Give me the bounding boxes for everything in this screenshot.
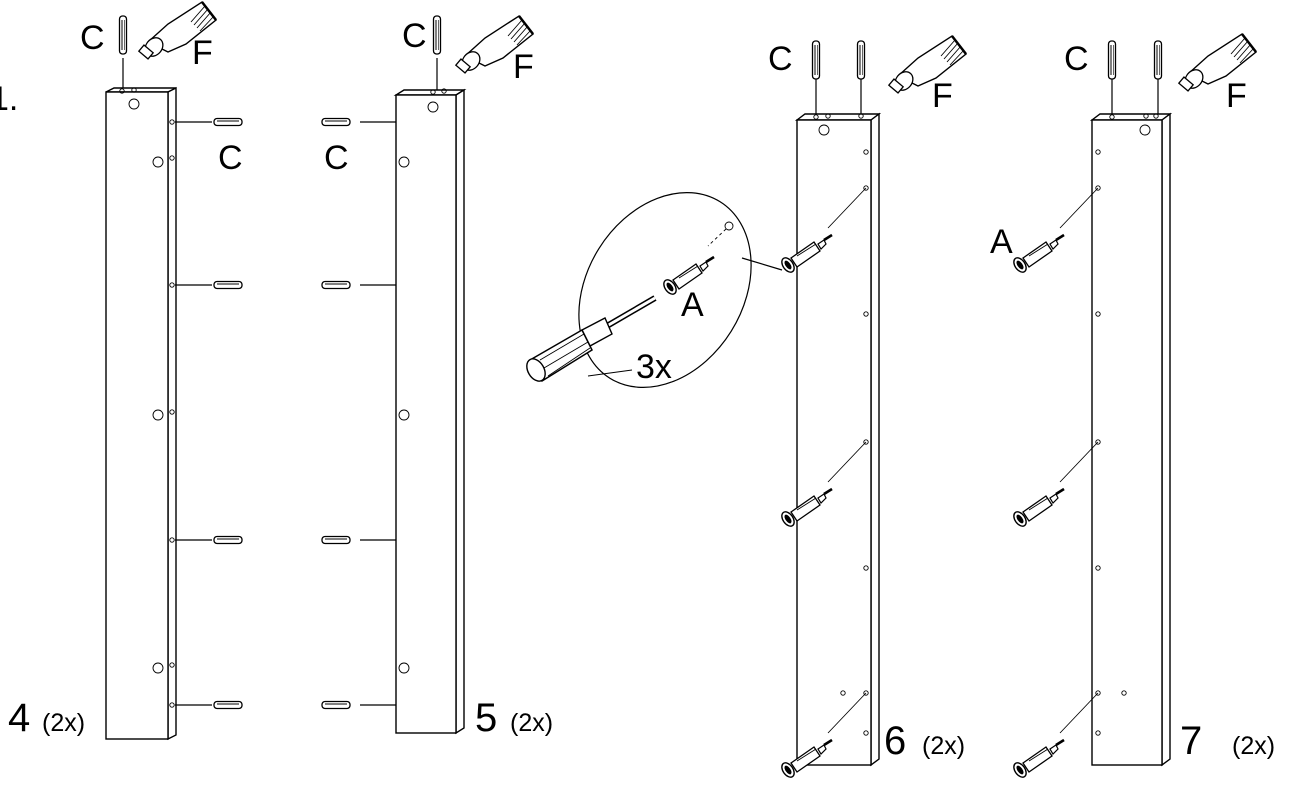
panel-7-quantity: (2x) xyxy=(1232,732,1275,760)
dowel-label: C xyxy=(768,40,793,78)
panel-6 xyxy=(778,34,968,781)
panel-4-quantity: (2x) xyxy=(42,709,85,737)
step-number: 1. xyxy=(0,80,18,118)
panel-7 xyxy=(1010,32,1258,781)
cam-bolt-label: A xyxy=(990,223,1013,261)
panel-5-quantity: (2x) xyxy=(510,709,553,737)
panel-4-number: 4 xyxy=(8,696,30,740)
glue-label: F xyxy=(1226,77,1247,115)
cam-bolt-label: A xyxy=(681,286,704,324)
glue-label: F xyxy=(513,48,534,86)
panel-6-quantity: (2x) xyxy=(922,732,965,760)
glue-label: F xyxy=(192,34,213,72)
dowel-label: C xyxy=(1064,40,1089,78)
dowel-label: C xyxy=(218,139,243,177)
cam-bolt-detail xyxy=(526,191,783,389)
panel-5 xyxy=(321,14,535,735)
dowel-label: C xyxy=(80,19,105,57)
dowel-label: C xyxy=(402,17,427,55)
glue-label: F xyxy=(932,77,953,115)
screwdriver-icon xyxy=(526,295,657,383)
count-label: 3x xyxy=(636,348,672,386)
dowel-label: C xyxy=(324,139,349,177)
panel-5-number: 5 xyxy=(475,696,497,740)
panel-7-number: 7 xyxy=(1180,719,1202,763)
panel-6-number: 6 xyxy=(884,719,906,763)
panel-4 xyxy=(105,0,243,741)
